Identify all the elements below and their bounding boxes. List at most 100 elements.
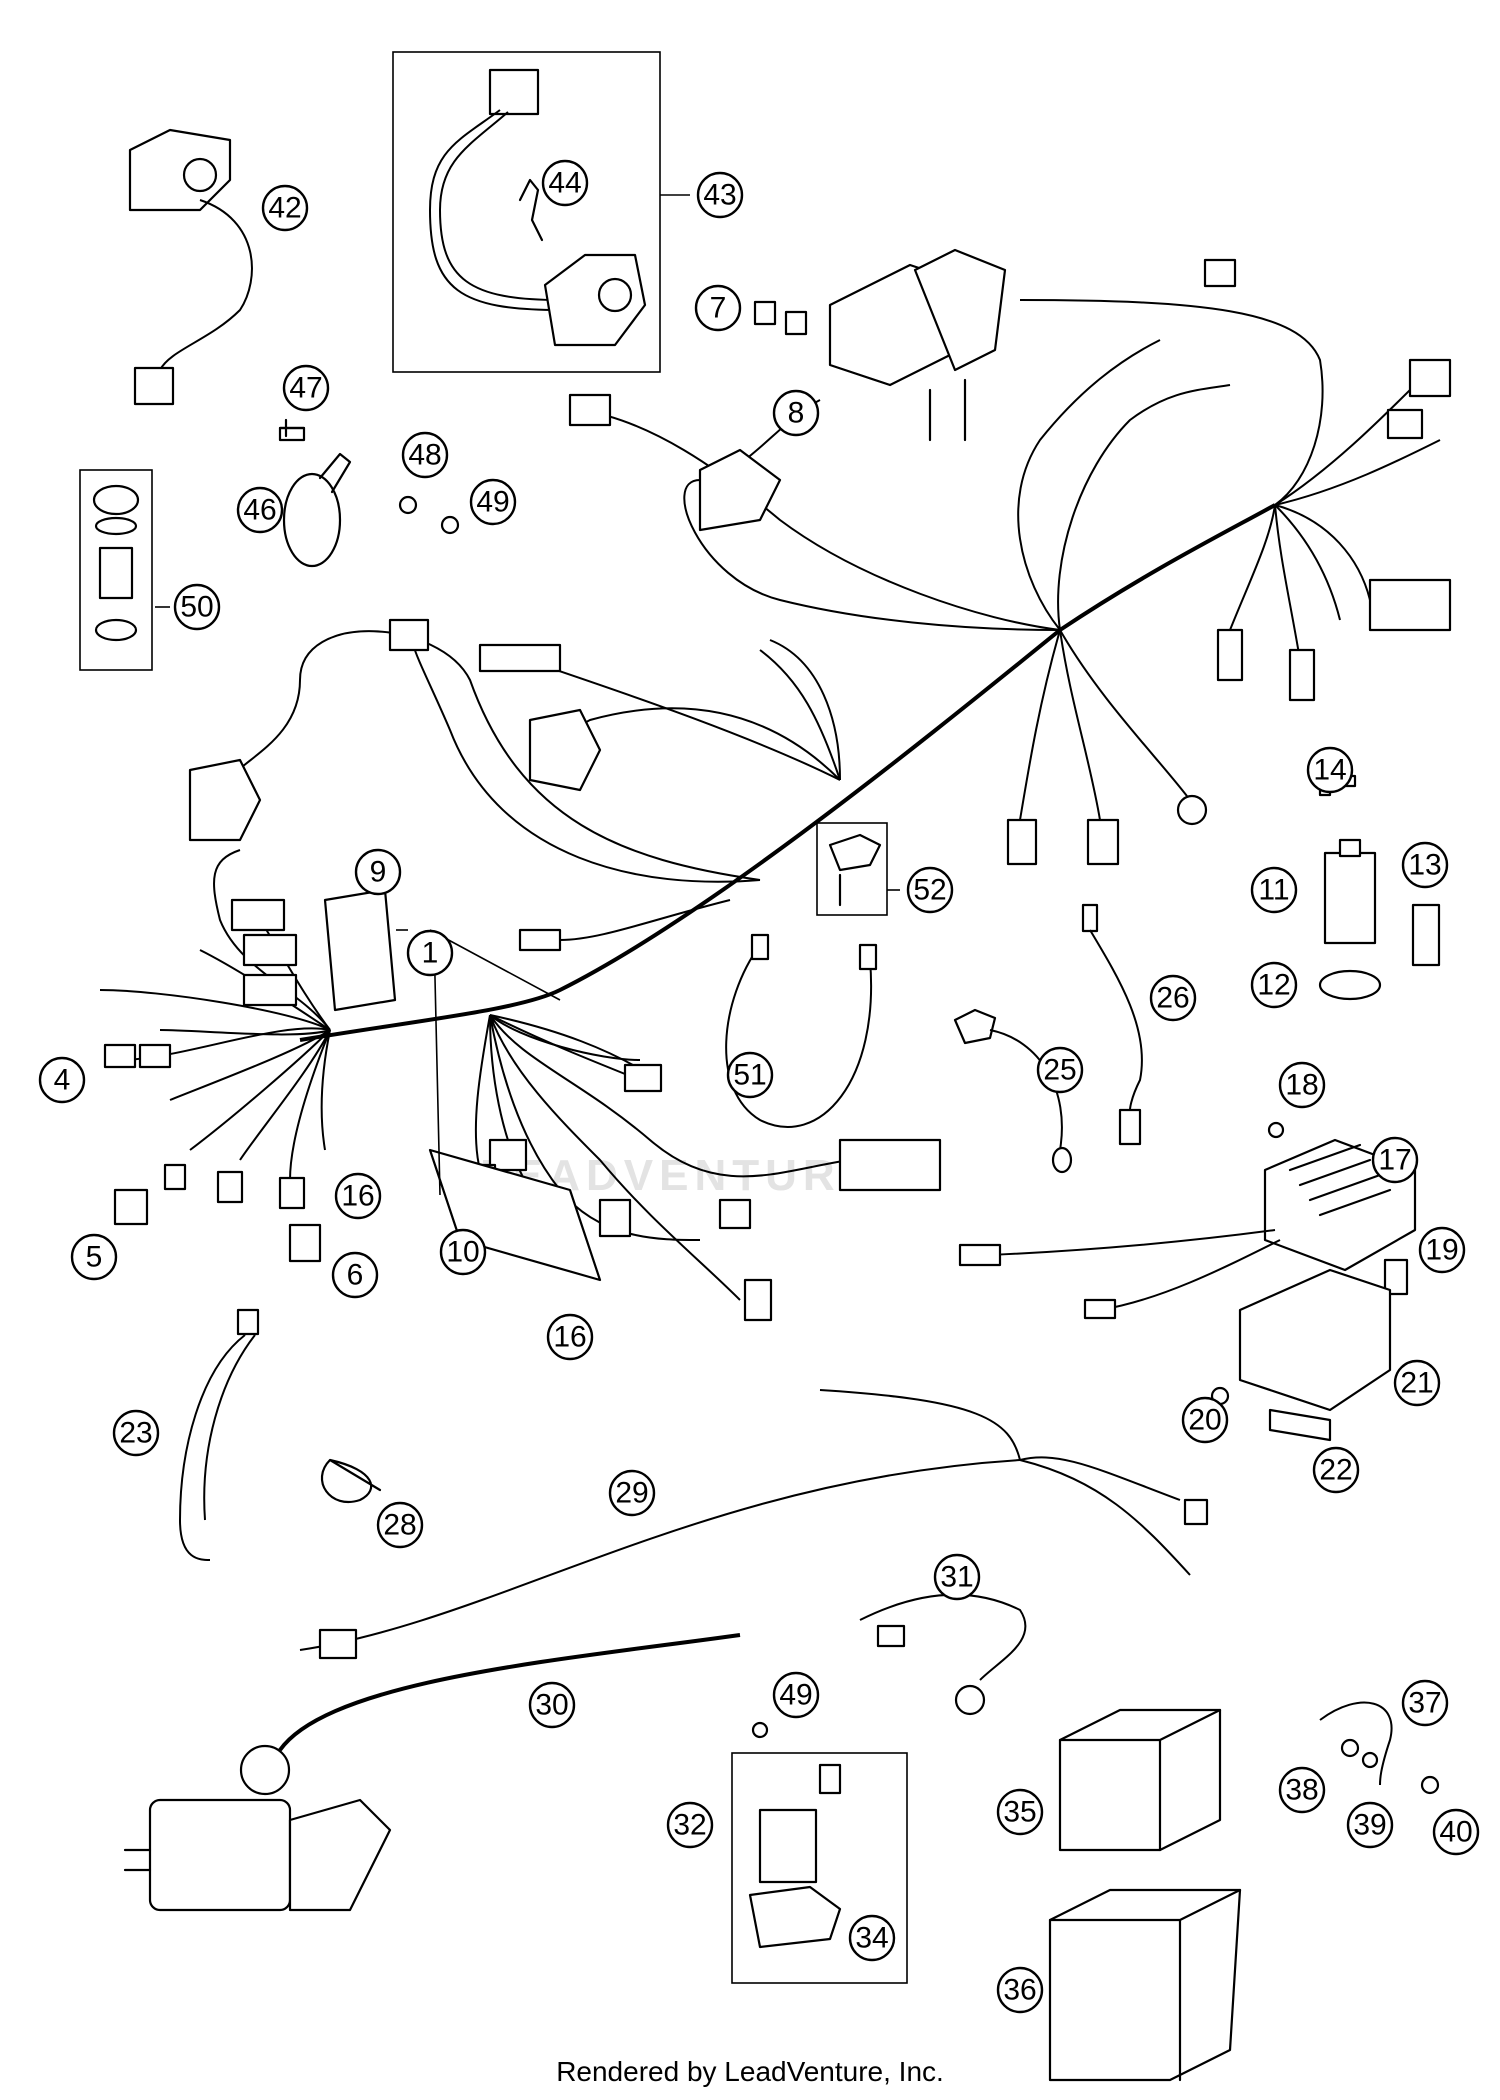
starter-motor bbox=[123, 1798, 392, 1912]
callout-12: 12 bbox=[1250, 961, 1298, 1009]
svg-text:47: 47 bbox=[289, 372, 322, 405]
svg-text:19: 19 bbox=[1425, 1234, 1458, 1267]
callout-13: 13 bbox=[1401, 841, 1449, 889]
svg-text:40: 40 bbox=[1439, 1816, 1472, 1849]
callout-47: 47 bbox=[282, 364, 330, 412]
callout-14: 14 bbox=[1306, 746, 1354, 794]
callout-18: 18 bbox=[1278, 1061, 1326, 1109]
callout-49b: 49 bbox=[772, 1671, 820, 1719]
svg-text:34: 34 bbox=[855, 1922, 888, 1955]
part-21-bracket bbox=[1210, 1258, 1409, 1442]
callout-21: 21 bbox=[1393, 1359, 1441, 1407]
callout-4: 4 bbox=[38, 1056, 86, 1104]
part-35-battery bbox=[1058, 1708, 1222, 1852]
callout-40: 40 bbox=[1432, 1808, 1480, 1856]
part-36-battery-box bbox=[1048, 1888, 1242, 2082]
callout-35: 35 bbox=[996, 1788, 1044, 1836]
callout-16: 16 bbox=[334, 1172, 382, 1220]
callout-17: 17 bbox=[1371, 1136, 1419, 1184]
svg-text:20: 20 bbox=[1188, 1404, 1221, 1437]
callout-8: 8 bbox=[772, 389, 820, 437]
part-37-40-hardware bbox=[1319, 1701, 1440, 1795]
svg-text:37: 37 bbox=[1408, 1687, 1441, 1720]
callout-48: 48 bbox=[401, 431, 449, 479]
part-47-bolt bbox=[278, 418, 306, 438]
part-52-switch bbox=[828, 833, 882, 907]
svg-text:18: 18 bbox=[1285, 1069, 1318, 1102]
part-49-nut bbox=[440, 515, 460, 535]
callout-16b: 16 bbox=[546, 1313, 594, 1361]
svg-text:22: 22 bbox=[1319, 1454, 1352, 1487]
part-48-washer bbox=[398, 495, 418, 515]
svg-text:51: 51 bbox=[733, 1059, 766, 1092]
callout-19: 19 bbox=[1418, 1226, 1466, 1274]
part-group-box-32 bbox=[731, 1752, 908, 1984]
svg-text:8: 8 bbox=[788, 397, 805, 430]
svg-text:32: 32 bbox=[673, 1809, 706, 1842]
callout-46: 46 bbox=[236, 486, 284, 534]
svg-text:36: 36 bbox=[1003, 1974, 1036, 2007]
callout-30: 30 bbox=[528, 1681, 576, 1729]
part-9-bracket bbox=[323, 888, 397, 1012]
part-42-switch bbox=[128, 128, 253, 406]
svg-text:28: 28 bbox=[383, 1509, 416, 1542]
callout-5: 5 bbox=[70, 1233, 118, 1281]
callout-52: 52 bbox=[906, 866, 954, 914]
part-31-cable bbox=[859, 1593, 1027, 1716]
callout-22: 22 bbox=[1312, 1446, 1360, 1494]
callout-23: 23 bbox=[112, 1409, 160, 1457]
callout-36: 36 bbox=[996, 1966, 1044, 2014]
callout-10: 10 bbox=[439, 1228, 487, 1276]
svg-text:5: 5 bbox=[86, 1241, 103, 1274]
footer-credit: Rendered by LeadVenture, Inc. bbox=[556, 2056, 944, 2087]
svg-text:48: 48 bbox=[408, 439, 441, 472]
svg-text:9: 9 bbox=[370, 856, 387, 889]
part-28-cable-tie bbox=[320, 1458, 382, 1503]
harness-connectors bbox=[103, 258, 1452, 1322]
callout-39: 39 bbox=[1346, 1801, 1394, 1849]
callout-42: 42 bbox=[261, 184, 309, 232]
svg-text:12: 12 bbox=[1257, 969, 1290, 1002]
part-group-box-52 bbox=[816, 822, 888, 916]
part-26-sensor bbox=[1081, 903, 1143, 1146]
part-32-starter-relay bbox=[748, 1763, 842, 1949]
svg-text:4: 4 bbox=[54, 1064, 71, 1097]
svg-text:10: 10 bbox=[446, 1236, 479, 1269]
svg-text:50: 50 bbox=[180, 591, 213, 624]
svg-text:44: 44 bbox=[548, 167, 581, 200]
svg-text:49: 49 bbox=[779, 1679, 812, 1712]
svg-text:52: 52 bbox=[913, 874, 946, 907]
callout-38: 38 bbox=[1278, 1766, 1326, 1814]
callout-7: 7 bbox=[694, 284, 742, 332]
callout-49: 49 bbox=[469, 478, 517, 526]
callout-51: 51 bbox=[726, 1051, 774, 1099]
svg-text:7: 7 bbox=[710, 292, 727, 325]
part-46-horn bbox=[278, 426, 352, 568]
callout-50: 50 bbox=[173, 583, 221, 631]
part-50-fuse-holder bbox=[92, 484, 140, 642]
svg-text:16: 16 bbox=[553, 1321, 586, 1354]
part-fuse-box bbox=[753, 248, 1007, 442]
svg-text:26: 26 bbox=[1156, 982, 1189, 1015]
callouts: 1 4 5 6 7 8 9 10 11 12 13 14 16 16 17 18… bbox=[38, 159, 1480, 2014]
svg-text:21: 21 bbox=[1400, 1367, 1433, 1400]
callout-32: 32 bbox=[666, 1801, 714, 1849]
svg-text:17: 17 bbox=[1378, 1144, 1411, 1177]
svg-text:42: 42 bbox=[268, 192, 301, 225]
svg-text:43: 43 bbox=[703, 179, 736, 212]
svg-text:31: 31 bbox=[940, 1561, 973, 1594]
callout-34: 34 bbox=[848, 1914, 896, 1962]
part-group-box-50 bbox=[79, 469, 153, 671]
svg-text:35: 35 bbox=[1003, 1796, 1036, 1829]
callout-25: 25 bbox=[1036, 1046, 1084, 1094]
svg-text:49: 49 bbox=[476, 486, 509, 519]
leader-lines bbox=[155, 194, 900, 1196]
svg-text:25: 25 bbox=[1043, 1054, 1076, 1087]
callout-37: 37 bbox=[1401, 1679, 1449, 1727]
callout-6: 6 bbox=[331, 1251, 379, 1299]
part-23-cable bbox=[178, 1308, 260, 1561]
part-51-cable bbox=[725, 944, 873, 1128]
callout-26: 26 bbox=[1149, 974, 1197, 1022]
svg-text:29: 29 bbox=[615, 1477, 648, 1510]
